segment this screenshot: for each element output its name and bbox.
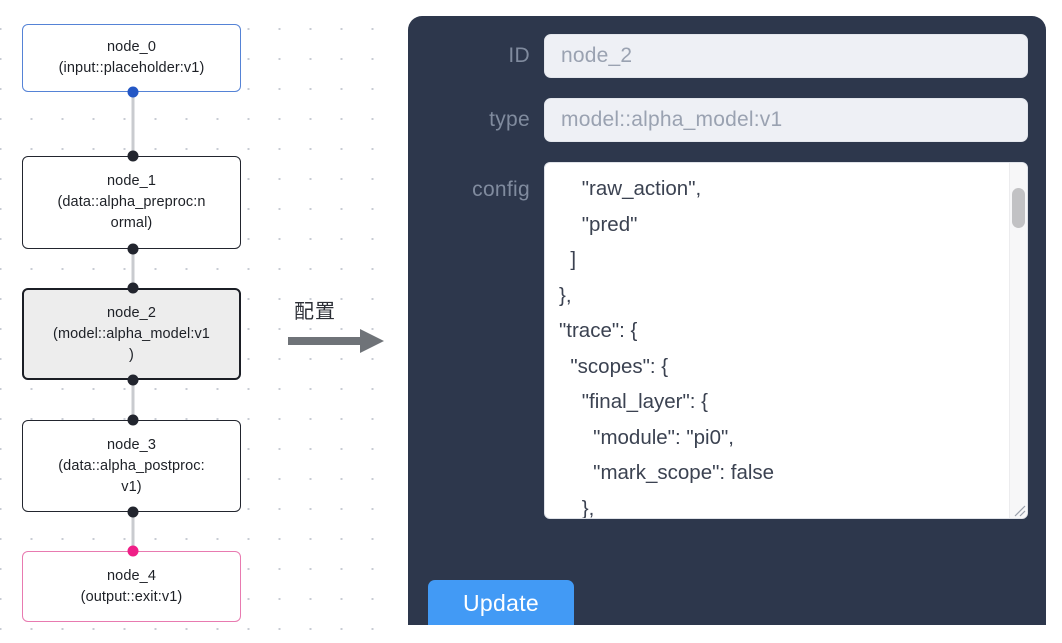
node-title: node_1 [107, 173, 156, 189]
right-arrow-icon [288, 329, 384, 353]
node-subtitle: (input::placeholder:v1) [58, 60, 205, 76]
node-subtitle-line-2: v1) [121, 478, 142, 495]
config-textarea-scrollbar[interactable] [1009, 163, 1027, 518]
node-subtitle: (output::exit:v1) [80, 588, 183, 605]
config-textarea[interactable]: "raw_action", "pred" ] }, "trace": { "sc… [559, 177, 775, 518]
node_2-source-handle[interactable] [127, 374, 139, 386]
flow-node-node_2[interactable]: node_2 (model::alpha_model:v1 ) [22, 288, 241, 380]
node-subtitle-line-1: (data::alpha_preproc:n [57, 194, 206, 210]
node-config-panel: ID node_2 type model::alpha_model:v1 con… [408, 16, 1046, 625]
node-subtitle-line-2: ) [129, 346, 134, 363]
transition-label: 配置 [294, 299, 336, 323]
node_1-target-handle[interactable] [127, 150, 139, 162]
flow-canvas[interactable]: node_0 (input::placeholder:v1) node_1 (d… [0, 0, 398, 643]
flow-node-node_3[interactable]: node_3 (data::alpha_postproc: v1) [22, 420, 241, 512]
config-textarea-scrollbar-thumb[interactable] [1012, 188, 1025, 228]
node-subtitle-line-1: (data::alpha_postproc: [58, 457, 205, 474]
id-input[interactable]: node_2 [544, 34, 1028, 78]
node_0-source-handle[interactable] [127, 86, 139, 98]
node_3-target-handle[interactable] [127, 414, 139, 426]
node_3-source-handle[interactable] [127, 506, 139, 518]
type-field-label: type [489, 108, 530, 131]
node-title: node_4 [107, 567, 156, 584]
config-field-label: config [472, 178, 530, 201]
node-title: node_3 [107, 436, 156, 453]
node-subtitle-line-2: ormal) [110, 215, 153, 231]
node-title: node_0 [107, 39, 156, 55]
edge-node2-node3 [131, 380, 135, 420]
config-textarea-wrapper[interactable]: "raw_action", "pred" ] }, "trace": { "sc… [544, 162, 1028, 519]
edge-node0-node1 [131, 92, 135, 156]
config-field-row: config "raw_action", "pred" ] }, "trace"… [426, 162, 1028, 519]
type-field-row: type model::alpha_model:v1 [426, 98, 1028, 142]
node_4-target-handle[interactable] [127, 545, 139, 557]
node-title: node_2 [107, 304, 156, 321]
type-input[interactable]: model::alpha_model:v1 [544, 98, 1028, 142]
flow-node-node_1[interactable]: node_1 (data::alpha_preproc:n ormal) [22, 156, 241, 249]
id-field-label: ID [508, 44, 530, 67]
node-subtitle-line-1: (model::alpha_model:v1 [53, 325, 210, 342]
update-button[interactable]: Update [428, 580, 574, 625]
transition-arrow-group: 配置 [288, 295, 398, 365]
id-field-row: ID node_2 [426, 34, 1028, 78]
node_1-source-handle[interactable] [127, 243, 139, 255]
flow-node-node_4[interactable]: node_4 (output::exit:v1) [22, 551, 241, 622]
flow-node-node_0[interactable]: node_0 (input::placeholder:v1) [22, 24, 241, 92]
node_2-target-handle[interactable] [127, 282, 139, 294]
edge-node3-node4 [131, 512, 135, 551]
edge-node1-node2 [131, 249, 135, 288]
